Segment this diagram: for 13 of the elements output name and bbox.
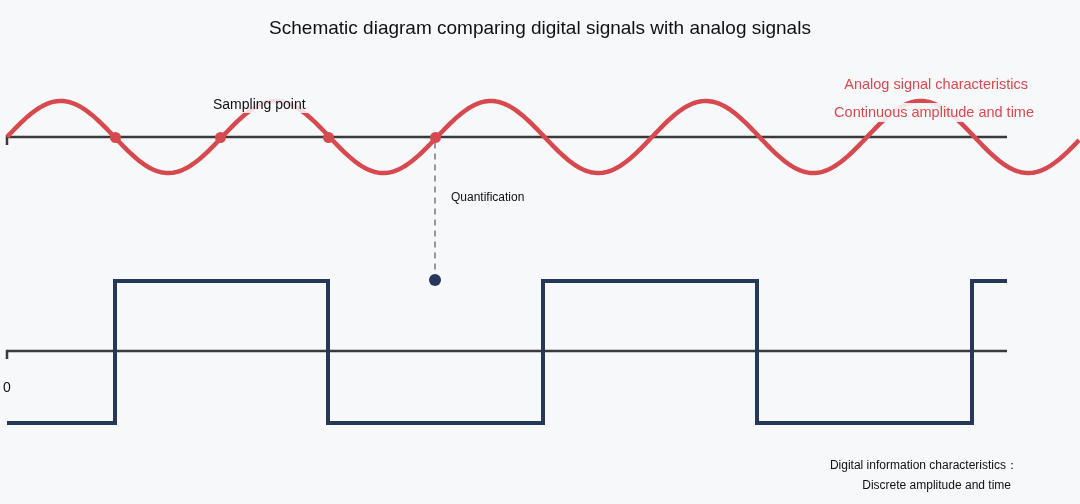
sampling-dot: [429, 131, 441, 143]
edge-label: Quantification: [449, 190, 527, 207]
sampling-dot: [322, 131, 334, 143]
zero-axis-label: 0: [3, 379, 11, 396]
sampling-point-label: Sampling point: [211, 95, 308, 114]
digital-characteristics-label: Digital information characteristics：: [829, 459, 1018, 473]
sampling-dot: [214, 131, 226, 143]
diagram-title: Schematic diagram comparing digital signals with analog signals: [268, 17, 812, 39]
sampling-dot: [109, 131, 121, 143]
digital-characteristics-label: Discrete amplitude and time: [862, 479, 1011, 493]
analog-characteristics-label: Analog signal characteristics: [844, 76, 1028, 93]
quantized-dot: [429, 274, 441, 286]
analog-characteristics-label: Continuous amplitude and time: [832, 103, 1036, 122]
